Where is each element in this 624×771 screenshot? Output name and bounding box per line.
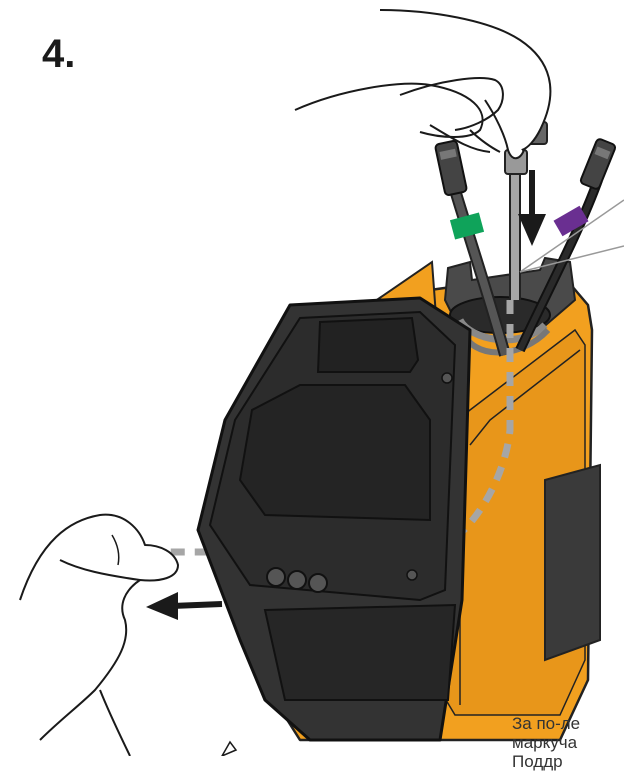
cable-connector-left <box>435 140 467 195</box>
tag-green <box>450 212 484 239</box>
cable-connector-right <box>580 138 617 190</box>
caption-line-2: маркуча <box>512 733 624 752</box>
housing-front <box>198 298 470 740</box>
push-arrow <box>518 170 546 246</box>
hand-pull-icon <box>20 515 178 756</box>
step-number: 4. <box>42 34 75 74</box>
caption-text: За по-ле маркуча Поддр <box>512 714 624 771</box>
caption-line-1: За по-ле <box>512 714 624 733</box>
pull-arrow <box>146 592 222 620</box>
hand-pinch-icon <box>295 10 550 158</box>
small-arrow-glyph <box>222 742 236 756</box>
caption-line-3: Поддр <box>512 752 624 771</box>
